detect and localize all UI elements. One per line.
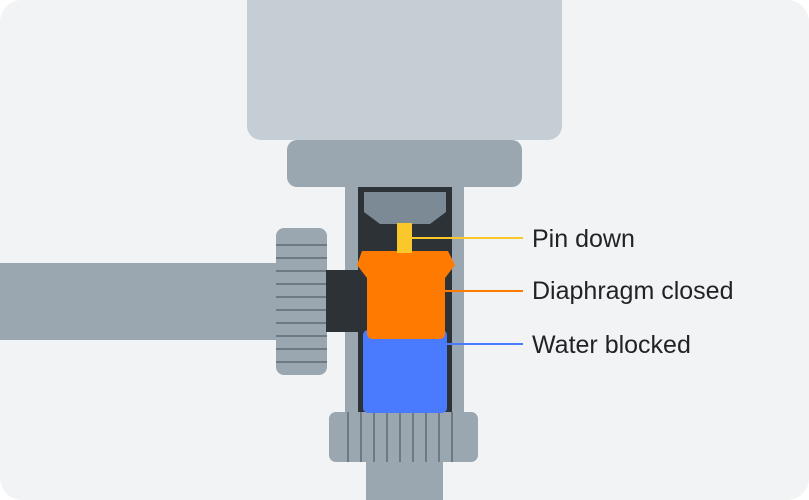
pin (397, 223, 412, 253)
water-label: Water blocked (532, 331, 691, 359)
outlet-pipe (366, 460, 443, 500)
plunger (364, 192, 446, 224)
bottom-nut (329, 412, 478, 462)
actuator-collar (287, 140, 522, 187)
inlet-port-cavity (326, 270, 360, 332)
water-column (363, 330, 447, 413)
diaphragm-label: Diaphragm closed (532, 277, 734, 305)
diaphragm (357, 251, 455, 339)
actuator-body (247, 0, 562, 140)
pin-label: Pin down (532, 225, 635, 253)
side-knob-grip-lines (276, 244, 327, 363)
side-knob (276, 228, 327, 375)
bottom-nut-grip-lines (347, 412, 453, 462)
inlet-pipe (0, 263, 300, 340)
